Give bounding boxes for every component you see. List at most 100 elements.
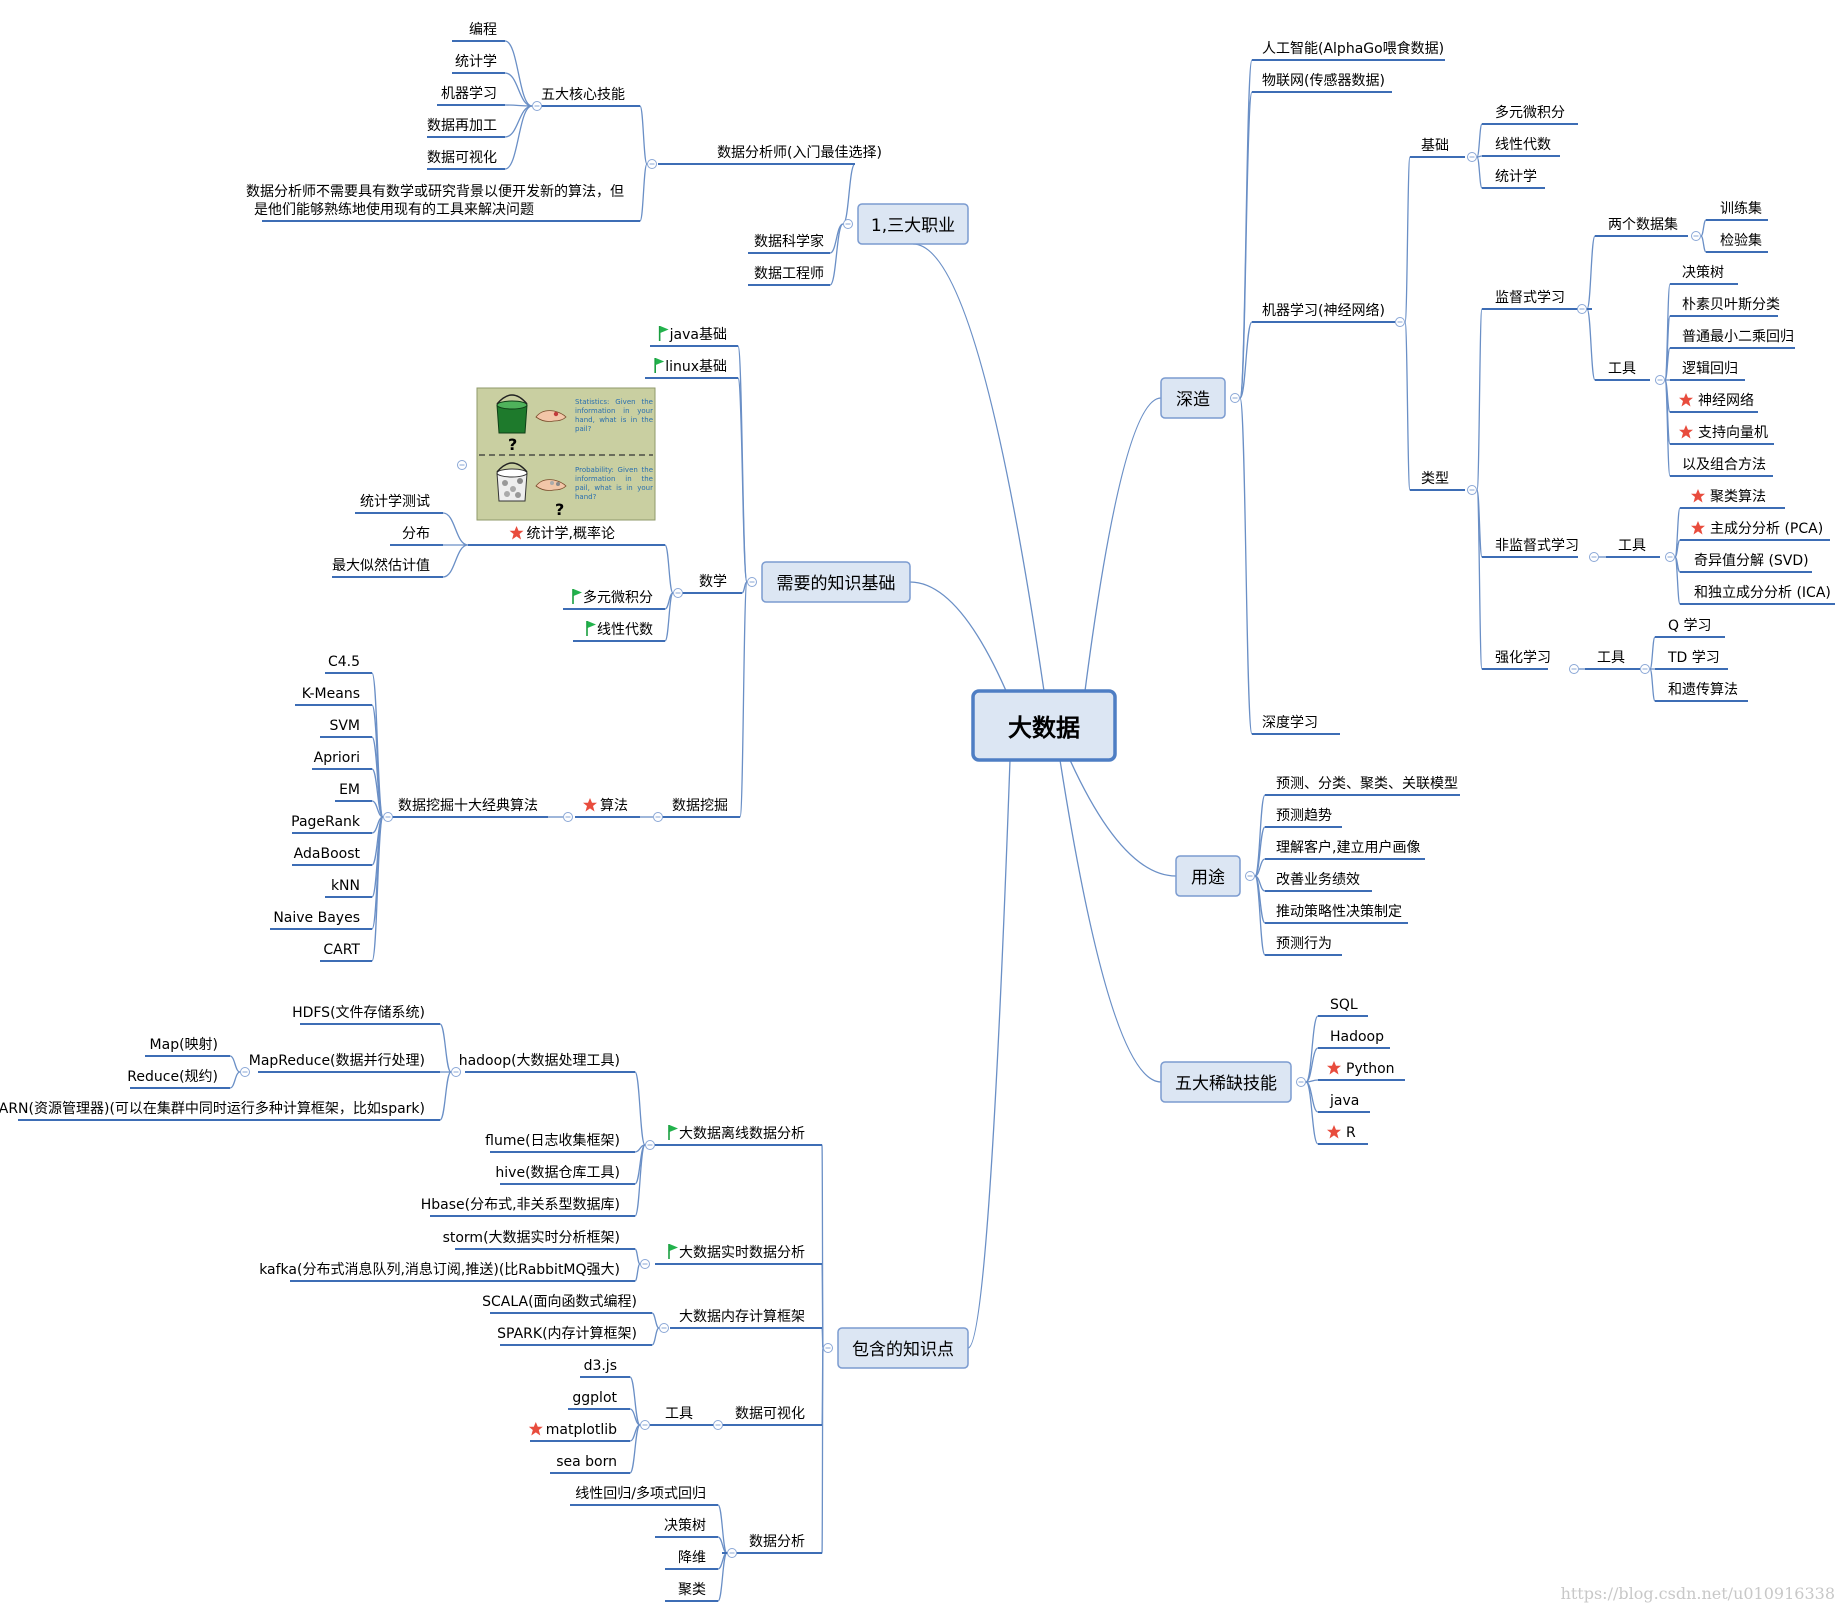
branch-topic-advanced-study[interactable]: 深造 <box>1160 377 1226 419</box>
node-label[interactable]: TD 学习 <box>1667 650 1720 666</box>
node-label[interactable]: 工具 <box>665 1406 693 1422</box>
node-label[interactable]: SCALA(面向函数式编程) <box>482 1294 637 1310</box>
node-label[interactable]: 以及组合方法 <box>1682 457 1766 473</box>
node-label[interactable]: 降维 <box>678 1550 706 1566</box>
node-label[interactable]: HDFS(文件存储系统) <box>292 1005 425 1021</box>
node-label[interactable]: 分布 <box>402 526 430 542</box>
node-label[interactable]: 决策树 <box>1682 264 1724 281</box>
node-label[interactable]: linux基础 <box>665 358 727 375</box>
node-label[interactable]: 统计学,概率论 <box>527 525 615 542</box>
node-label[interactable]: 是他们能够熟练地使用现有的工具来解决问题 <box>254 201 534 218</box>
node-label[interactable]: 多元微积分 <box>1495 104 1565 121</box>
node-label[interactable]: 多元微积分 <box>583 589 653 606</box>
node-label[interactable]: 预测趋势 <box>1276 808 1332 824</box>
node-label[interactable]: 基础 <box>1421 137 1449 154</box>
node-label[interactable]: 改善业务绩效 <box>1276 872 1360 888</box>
node-label[interactable]: Map(映射) <box>150 1037 218 1053</box>
node-label[interactable]: 工具 <box>1597 650 1625 666</box>
node-label[interactable]: EM <box>339 782 360 798</box>
node-label[interactable]: matplotlib <box>546 1422 617 1438</box>
node-label[interactable]: AdaBoost <box>294 846 361 862</box>
node-label[interactable]: 大数据离线数据分析 <box>679 1125 805 1142</box>
node-label[interactable]: 数学 <box>699 574 727 590</box>
node-label[interactable]: 工具 <box>1608 361 1636 377</box>
node-label[interactable]: 理解客户,建立用户画像 <box>1276 839 1420 856</box>
branch-topic-knowledge-points[interactable]: 包含的知识点 <box>837 1327 969 1369</box>
node-label[interactable]: 强化学习 <box>1495 650 1551 666</box>
node-label[interactable]: 训练集 <box>1720 200 1762 217</box>
node-label[interactable]: 统计学测试 <box>360 494 430 510</box>
node-label[interactable]: Apriori <box>314 750 360 766</box>
node-label[interactable]: 数据科学家 <box>754 233 824 250</box>
node-label[interactable]: 编程 <box>469 22 497 38</box>
node-label[interactable]: java基础 <box>669 326 727 343</box>
node-label[interactable]: 预测、分类、聚类、关联模型 <box>1276 776 1458 792</box>
node-label[interactable]: kafka(分布式消息队列,消息订阅,推送)(比RabbitMQ强大) <box>259 1261 620 1278</box>
node-label[interactable]: 机器学习 <box>441 86 497 102</box>
node-label[interactable]: 工具 <box>1618 538 1646 554</box>
node-label[interactable]: 数据分析 <box>749 1534 805 1550</box>
node-label[interactable]: 物联网(传感器数据) <box>1262 72 1385 89</box>
node-label[interactable]: 朴素贝叶斯分类 <box>1682 297 1780 313</box>
node-label[interactable]: Q 学习 <box>1668 618 1711 634</box>
node-label[interactable]: 和遗传算法 <box>1668 682 1738 698</box>
node-label[interactable]: 数据分析师(入门最佳选择) <box>717 145 882 161</box>
node-label[interactable]: R <box>1346 1125 1356 1141</box>
node-label[interactable]: ggplot <box>572 1390 617 1406</box>
node-label[interactable]: YARN(资源管理器)(可以在集群中同时运行多种计算框架，比如spark) <box>0 1100 425 1117</box>
node-label[interactable]: 类型 <box>1421 471 1449 487</box>
node-label[interactable]: 聚类 <box>678 1582 706 1598</box>
branch-topic-careers[interactable]: 1,三大职业 <box>857 203 969 245</box>
node-label[interactable]: Python <box>1346 1061 1395 1077</box>
node-label[interactable]: java <box>1329 1093 1359 1109</box>
node-label[interactable]: 最大似然估计值 <box>332 557 430 574</box>
node-label[interactable]: Reduce(规约) <box>127 1069 218 1085</box>
node-label[interactable]: SVM <box>329 718 360 734</box>
node-label[interactable]: 统计学 <box>455 54 497 70</box>
node-label[interactable]: storm(大数据实时分析框架) <box>443 1230 620 1246</box>
node-label[interactable]: kNN <box>331 878 360 894</box>
node-label[interactable]: 两个数据集 <box>1608 216 1678 233</box>
node-label[interactable]: 深度学习 <box>1262 715 1318 731</box>
node-label[interactable]: 线性回归/多项式回归 <box>575 1485 706 1502</box>
node-label[interactable]: 大数据内存计算框架 <box>679 1309 805 1325</box>
node-label[interactable]: 机器学习(神经网络) <box>1262 303 1385 319</box>
node-label[interactable]: 大数据实时数据分析 <box>679 1245 805 1261</box>
node-label[interactable]: 逻辑回归 <box>1682 360 1738 377</box>
node-label[interactable]: 五大核心技能 <box>541 87 625 103</box>
node-label[interactable]: 人工智能(AlphaGo喂食数据) <box>1262 40 1444 57</box>
node-label[interactable]: 和独立成分分析 (ICA) <box>1694 585 1831 601</box>
node-label[interactable]: 线性代数 <box>597 622 653 638</box>
node-label[interactable]: 数据可视化 <box>735 1406 805 1422</box>
node-label[interactable]: PageRank <box>291 814 361 830</box>
node-label[interactable]: 神经网络 <box>1698 393 1754 409</box>
node-label[interactable]: 数据工程师 <box>754 266 824 282</box>
node-label[interactable]: K-Means <box>302 686 360 702</box>
node-label[interactable]: d3.js <box>584 1358 617 1374</box>
node-label[interactable]: 奇异值分解 (SVD) <box>1694 552 1809 569</box>
node-label[interactable]: 决策树 <box>664 1517 706 1534</box>
branch-topic-scarce-skills[interactable]: 五大稀缺技能 <box>1160 1061 1292 1103</box>
node-label[interactable]: 数据再加工 <box>427 118 497 134</box>
node-label[interactable]: 数据分析师不需要具有数学或研究背景以便开发新的算法，但 <box>246 184 624 200</box>
node-label[interactable]: Hadoop <box>1330 1029 1384 1045</box>
node-label[interactable]: C4.5 <box>328 654 360 670</box>
node-label[interactable]: sea born <box>556 1454 617 1470</box>
node-label[interactable]: Naive Bayes <box>273 910 360 926</box>
branch-topic-knowledge-base[interactable]: 需要的知识基础 <box>761 561 911 603</box>
node-label[interactable]: SQL <box>1330 997 1358 1013</box>
node-label[interactable]: 支持向量机 <box>1698 425 1768 441</box>
node-label[interactable]: 聚类算法 <box>1710 489 1766 505</box>
node-label[interactable]: hive(数据仓库工具) <box>495 1165 620 1181</box>
node-label[interactable]: 数据挖掘十大经典算法 <box>398 798 538 814</box>
node-label[interactable]: 检验集 <box>1720 232 1762 249</box>
node-label[interactable]: 算法 <box>600 798 628 814</box>
node-label[interactable]: Hbase(分布式,非关系型数据库) <box>421 1197 620 1213</box>
node-label[interactable]: SPARK(内存计算框架) <box>497 1326 637 1342</box>
node-label[interactable]: CART <box>323 942 360 958</box>
node-label[interactable]: flume(日志收集框架) <box>485 1132 620 1149</box>
node-label[interactable]: 预测行为 <box>1276 936 1332 952</box>
node-label[interactable]: 推动策略性决策制定 <box>1276 903 1402 920</box>
node-label[interactable]: 主成分分析 (PCA) <box>1710 521 1823 537</box>
node-label[interactable]: MapReduce(数据并行处理) <box>249 1053 425 1069</box>
